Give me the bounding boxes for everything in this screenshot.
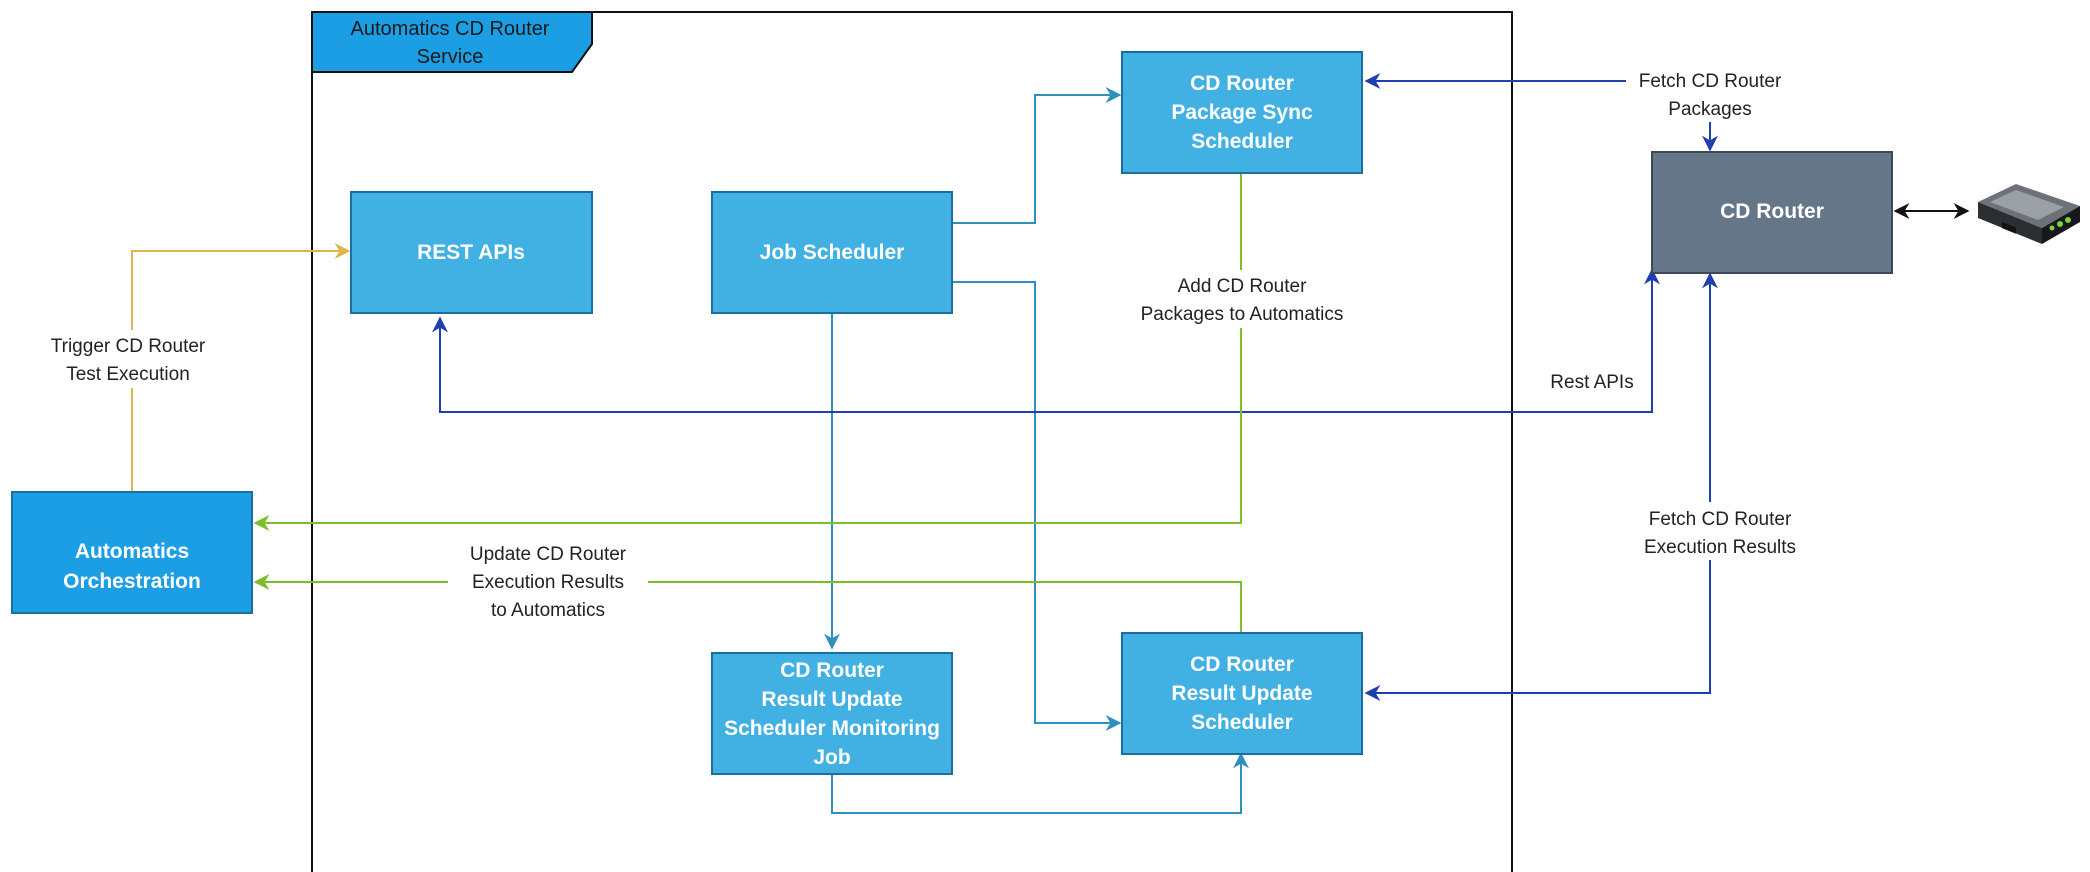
- edge-rest-apis: [432, 268, 1660, 413]
- svg-text:Job: Job: [813, 746, 850, 769]
- edge-update-results: [253, 574, 1242, 632]
- edge-fetch-results: [1364, 272, 1718, 701]
- svg-text:Execution Results: Execution Results: [472, 572, 624, 593]
- container-title-tab: [311, 11, 593, 73]
- label-fetch-results: Fetch CD Router Execution Results: [1642, 502, 1796, 560]
- svg-text:REST APIs: REST APIs: [417, 241, 525, 264]
- svg-text:CD Router: CD Router: [1190, 653, 1294, 676]
- container-title-line-2: Service: [417, 46, 484, 68]
- svg-text:Packages: Packages: [1668, 99, 1751, 120]
- svg-text:to Automatics: to Automatics: [491, 600, 605, 621]
- node-rest-apis[interactable]: REST APIs: [350, 191, 593, 314]
- svg-text:Scheduler: Scheduler: [1191, 711, 1293, 734]
- svg-text:Orchestration: Orchestration: [63, 570, 201, 593]
- svg-text:Packages to Automatics: Packages to Automatics: [1141, 304, 1344, 325]
- svg-text:Fetch CD Router: Fetch CD Router: [1649, 509, 1792, 530]
- label-fetch-packages: Fetch CD Router Packages: [1626, 64, 1794, 122]
- label-rest-apis: Rest APIs: [1540, 366, 1640, 396]
- edge-monitoring-to-result-update: [831, 752, 1249, 814]
- svg-text:Rest APIs: Rest APIs: [1550, 372, 1633, 393]
- node-automatics-orchestration[interactable]: Automatics Orchestration: [11, 491, 253, 614]
- svg-text:CD Router: CD Router: [1190, 72, 1294, 95]
- svg-text:Execution Results: Execution Results: [1644, 537, 1796, 558]
- svg-text:Result Update: Result Update: [761, 688, 902, 711]
- node-cd-router[interactable]: CD Router: [1651, 151, 1893, 274]
- router-device-icon: [1978, 184, 2080, 244]
- container-title-line-1: Automatics CD Router: [351, 18, 550, 40]
- node-job-scheduler[interactable]: Job Scheduler: [711, 191, 953, 314]
- svg-text:Package Sync: Package Sync: [1171, 101, 1313, 124]
- label-add-packages: Add CD Router Packages to Automatics: [1120, 270, 1364, 328]
- svg-text:Scheduler: Scheduler: [1191, 130, 1293, 153]
- edge-job-to-result-update: [952, 281, 1122, 731]
- node-result-update-scheduler[interactable]: CD Router Result Update Scheduler: [1121, 632, 1363, 755]
- svg-text:Scheduler Monitoring: Scheduler Monitoring: [724, 717, 940, 740]
- edge-trigger-execution: [131, 243, 351, 492]
- svg-text:CD Router: CD Router: [780, 659, 884, 682]
- svg-text:Job Scheduler: Job Scheduler: [760, 241, 905, 264]
- label-trigger-execution: Trigger CD Router Test Execution: [32, 330, 232, 388]
- svg-text:Update CD Router: Update CD Router: [470, 544, 627, 565]
- service-container: Automatics CD Router Service: [311, 11, 1513, 872]
- svg-text:Trigger CD Router: Trigger CD Router: [51, 336, 206, 357]
- svg-text:Automatics: Automatics: [75, 540, 189, 563]
- svg-text:Fetch CD Router: Fetch CD Router: [1639, 71, 1782, 92]
- label-update-results: Update CD Router Execution Results to Au…: [448, 540, 648, 626]
- svg-text:Add CD Router: Add CD Router: [1178, 276, 1308, 297]
- svg-text:Test Execution: Test Execution: [66, 364, 190, 385]
- svg-text:Result Update: Result Update: [1171, 682, 1312, 705]
- svg-text:CD Router: CD Router: [1720, 200, 1824, 223]
- node-package-sync-scheduler[interactable]: CD Router Package Sync Scheduler: [1121, 51, 1363, 174]
- node-monitoring-job[interactable]: CD Router Result Update Scheduler Monito…: [711, 652, 953, 775]
- edge-job-to-package-sync: [952, 87, 1122, 224]
